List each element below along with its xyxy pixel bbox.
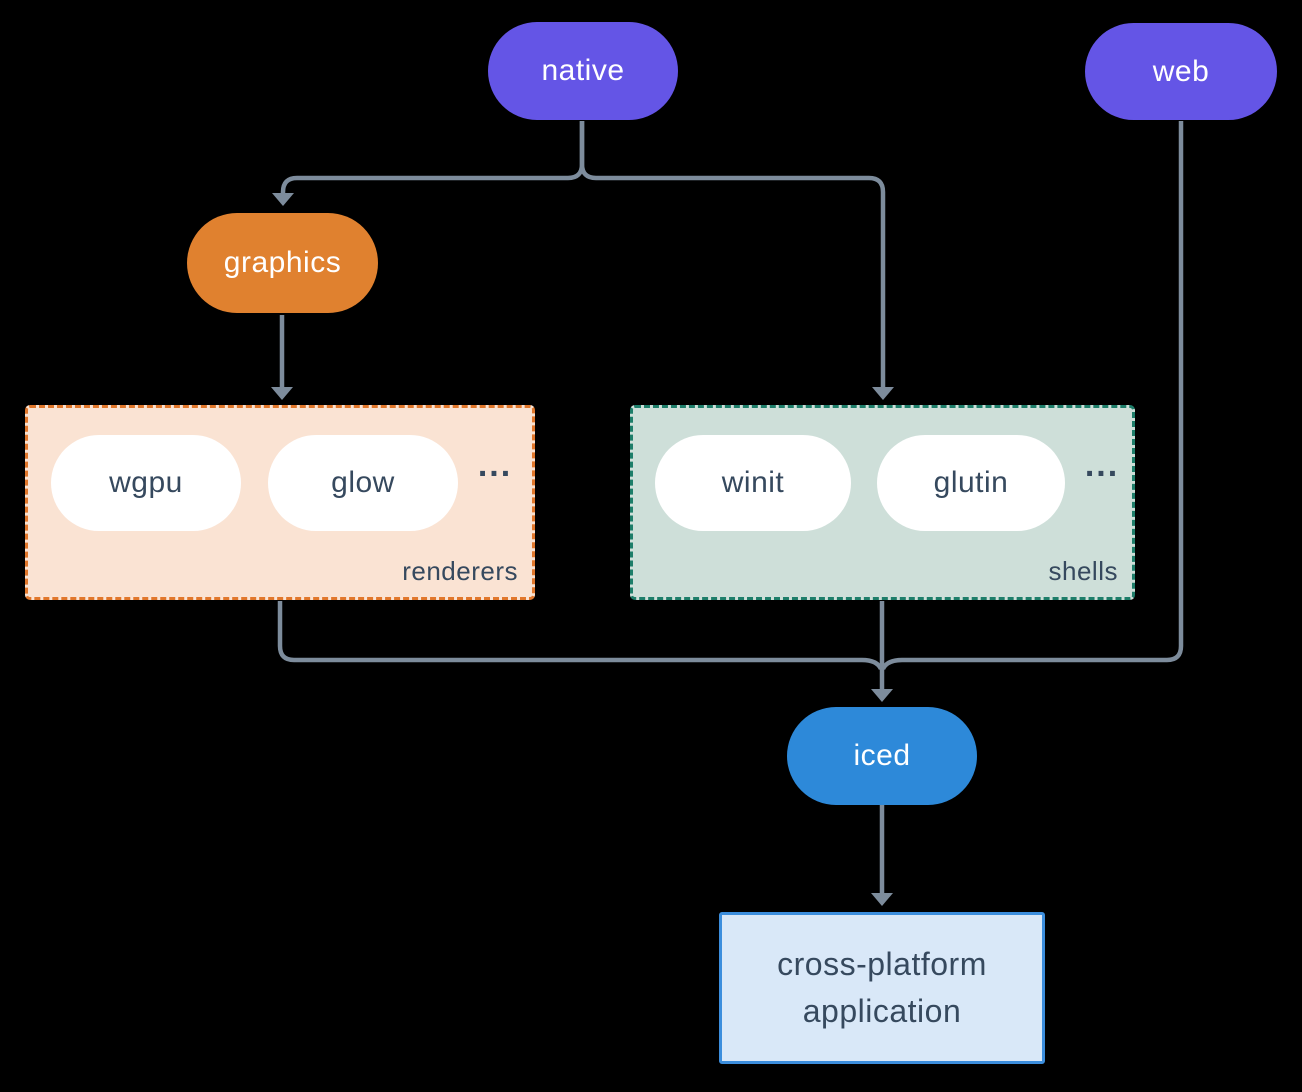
node-glow: glow xyxy=(268,435,458,531)
arrowhead-application xyxy=(871,893,893,906)
edge-renderers-iced xyxy=(277,601,884,671)
edge-web-iced xyxy=(880,121,1184,671)
group-shells: winit glutin ... shells xyxy=(630,405,1135,600)
node-graphics: graphics xyxy=(187,213,378,313)
node-web: web xyxy=(1085,23,1277,120)
node-winit: winit xyxy=(655,435,851,531)
node-application: cross-platform application xyxy=(719,912,1045,1064)
renderers-ellipsis: ... xyxy=(477,446,513,484)
arrowhead-graphics xyxy=(272,193,294,206)
shells-group-label: shells xyxy=(1048,556,1118,586)
node-glutin: glutin xyxy=(877,435,1065,531)
node-iced-label: iced xyxy=(853,739,911,772)
arrowhead-shells xyxy=(872,387,894,400)
node-iced: iced xyxy=(787,707,977,805)
renderers-group-label: renderers xyxy=(402,556,518,586)
shells-ellipsis: ... xyxy=(1084,446,1120,484)
group-renderers: wgpu glow ... renderers xyxy=(25,405,535,600)
node-glow-label: glow xyxy=(331,466,395,499)
node-wgpu-label: wgpu xyxy=(109,466,183,499)
node-winit-label: winit xyxy=(721,466,785,499)
node-native: native xyxy=(488,22,678,120)
node-wgpu: wgpu xyxy=(51,435,241,531)
edge-native-shells xyxy=(579,121,886,387)
node-graphics-label: graphics xyxy=(223,246,342,279)
edge-native-graphics xyxy=(280,121,585,195)
arrowhead-iced xyxy=(871,689,893,702)
application-label-line1: cross-platform xyxy=(777,946,987,982)
arrowhead-renderers xyxy=(271,387,293,400)
node-glutin-label: glutin xyxy=(933,466,1009,499)
node-web-label: web xyxy=(1152,54,1210,88)
node-native-label: native xyxy=(541,54,625,87)
application-label-line2: application xyxy=(802,993,962,1029)
